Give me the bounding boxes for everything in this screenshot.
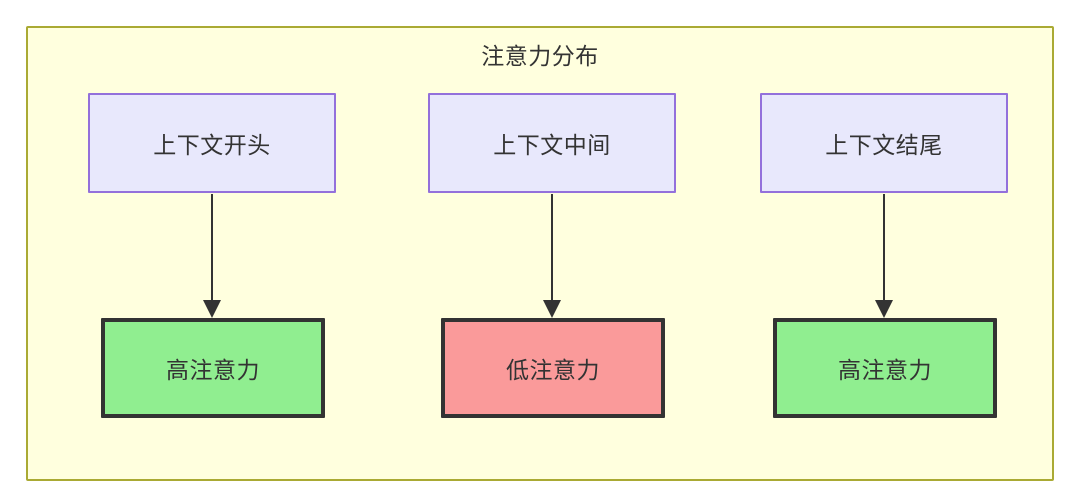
node-context-end[interactable]: 上下文结尾 [760, 93, 1008, 193]
node-label: 低注意力 [506, 357, 600, 383]
subgraph-title: 注意力分布 [481, 43, 599, 69]
node-context-middle[interactable]: 上下文中间 [428, 93, 676, 193]
node-label: 高注意力 [166, 357, 260, 383]
node-label: 上下文开头 [153, 132, 271, 158]
node-label: 上下文结尾 [825, 132, 943, 158]
node-context-start[interactable]: 上下文开头 [88, 93, 336, 193]
node-label: 上下文中间 [493, 132, 611, 158]
node-attention-low-middle[interactable]: 低注意力 [441, 318, 665, 418]
node-label: 高注意力 [838, 357, 932, 383]
node-attention-high-start[interactable]: 高注意力 [101, 318, 325, 418]
node-attention-high-end[interactable]: 高注意力 [773, 318, 997, 418]
